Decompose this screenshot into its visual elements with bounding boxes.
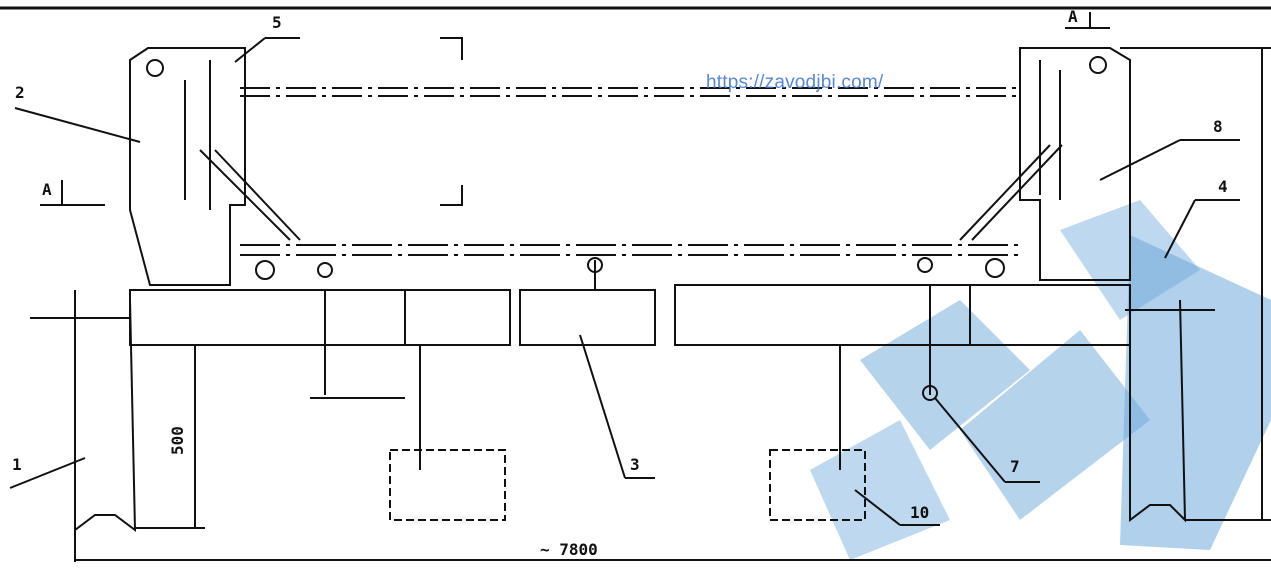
callout-1: 1 [12,455,22,474]
leader-10 [854,489,901,526]
section-mark-left: A [42,180,52,199]
leader-4 [1164,199,1196,259]
leader-7 [934,397,1006,483]
leader-3 [579,334,626,479]
dimension-length: ~ 7800 [540,540,598,559]
dimension-height: 500 [168,426,187,455]
left-head-frame [129,47,246,286]
left-support [74,290,137,533]
callout-7: 7 [1010,457,1020,476]
callout-3: 3 [630,455,640,474]
leader-2 [14,107,141,143]
callout-5: 5 [272,13,282,32]
callout-4: 4 [1218,177,1228,196]
callout-8: 8 [1213,117,1223,136]
callout-10: 10 [910,503,929,522]
section-mark-right: A [1068,7,1078,26]
callout-2: 2 [15,83,25,102]
leader-5 [234,37,266,63]
leader-1 [9,457,86,489]
right-head-frame [1019,47,1131,281]
leader-8 [1099,139,1181,181]
watermark-url: https://zavodjbi.com/ [706,72,884,93]
right-support [1129,299,1187,523]
